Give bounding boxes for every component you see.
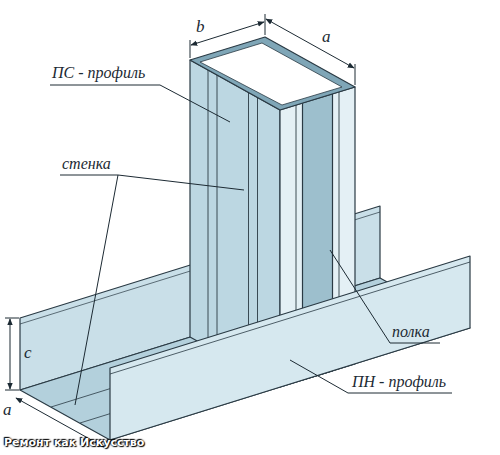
track-front-flange	[110, 256, 470, 440]
part-label: полка	[392, 323, 430, 341]
watermark: Ремонт как Искусство	[4, 437, 144, 449]
part-label: ПН - профиль	[352, 373, 446, 391]
stud-top	[190, 37, 355, 110]
dimension-label: b	[196, 18, 205, 37]
part-label: ПС - профиль	[52, 64, 145, 82]
part-label: стенка	[62, 155, 111, 173]
dimension-label: a	[322, 28, 331, 47]
dimension-label: a	[3, 401, 12, 420]
flange-bend	[110, 262, 470, 374]
stud-hollow	[200, 43, 342, 105]
leader-lines	[50, 85, 452, 405]
dimension-label: c	[24, 344, 32, 363]
dimension-lines	[5, 14, 355, 447]
